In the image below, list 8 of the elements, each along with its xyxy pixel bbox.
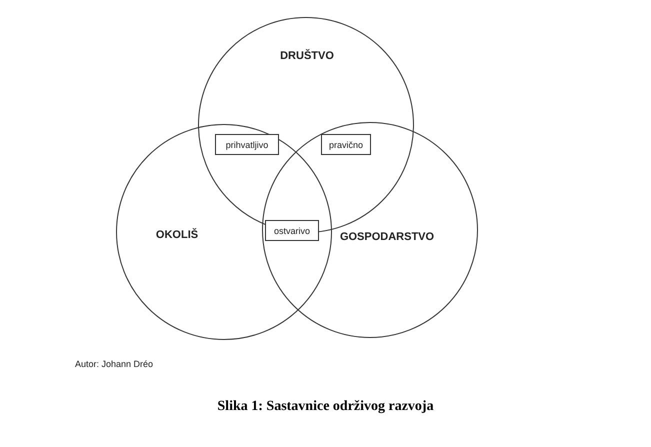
label-box: prihvatljivo <box>215 134 279 155</box>
author-note: Autor: Johann Dréo <box>75 359 154 369</box>
circle-label: DRUŠTVO <box>280 50 334 62</box>
figure-caption: Slika 1: Sastavnice održivog razvoja <box>216 399 435 415</box>
label-box: ostvarivo <box>265 220 319 241</box>
circle-label: OKOLIŠ <box>156 229 198 241</box>
label-box: pravično <box>321 134 371 155</box>
circle-label: GOSPODARSTVO <box>340 231 434 243</box>
